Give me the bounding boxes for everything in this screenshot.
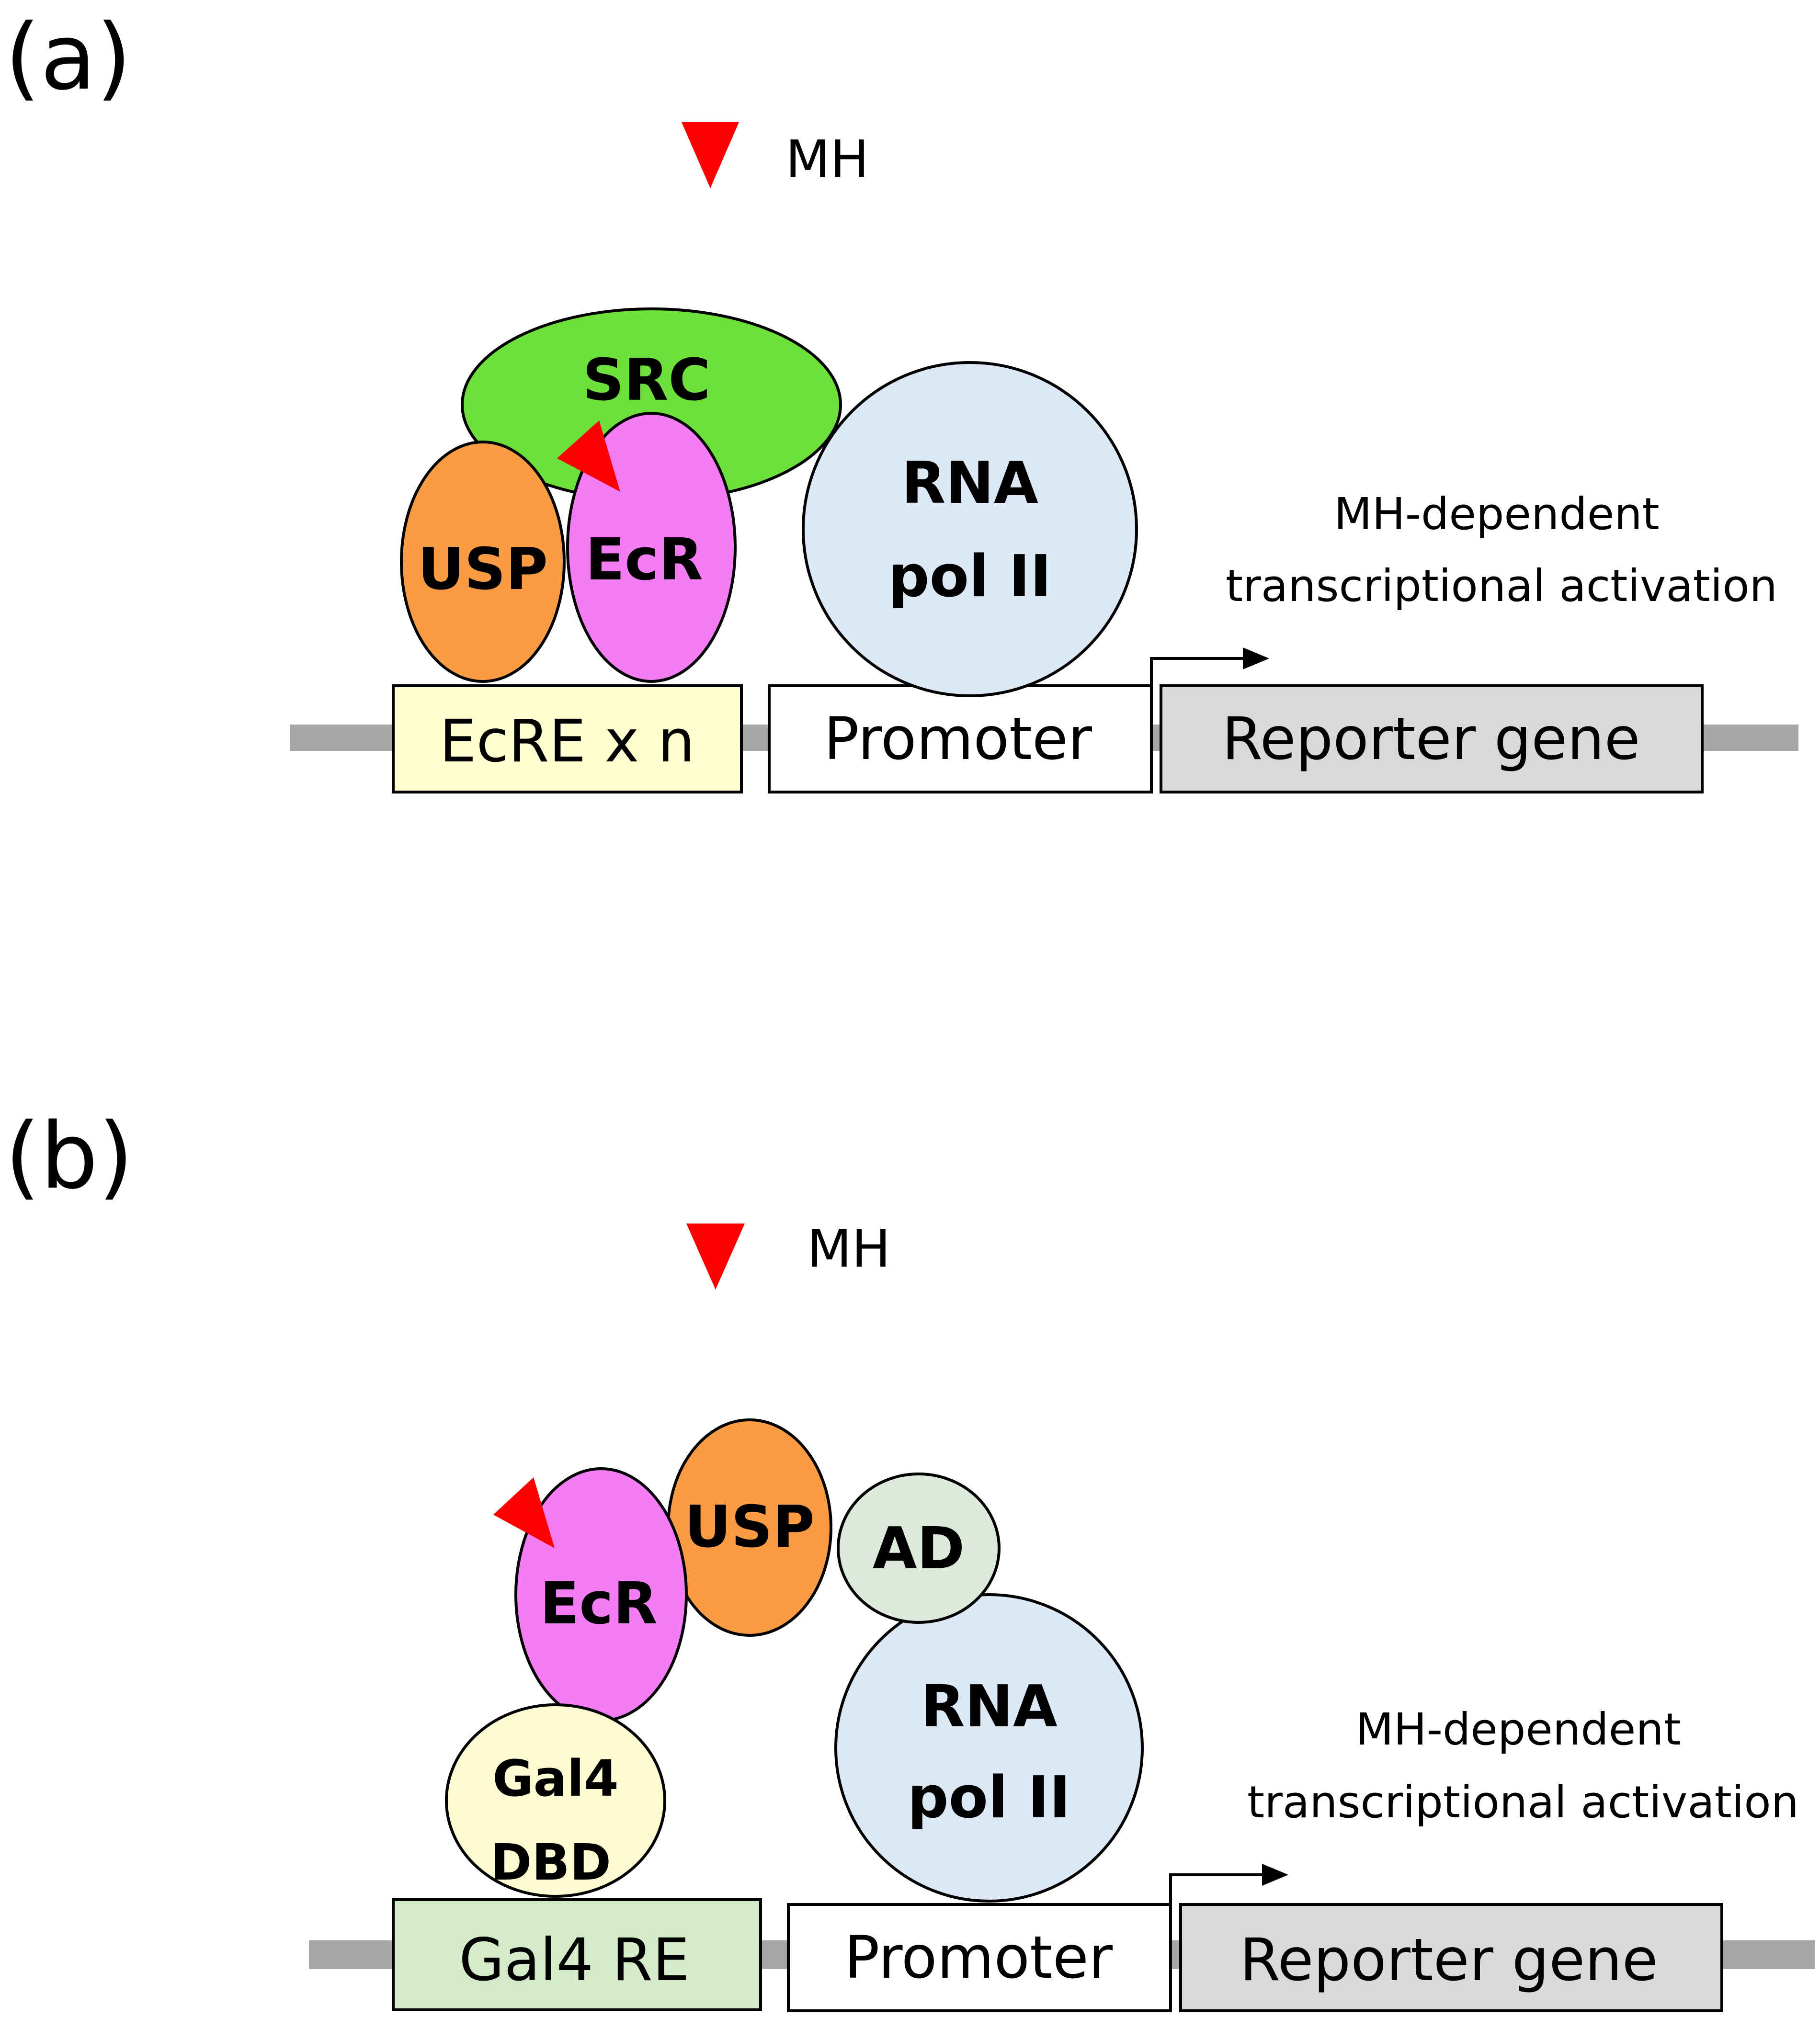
panel-b-label: (b) <box>5 1103 134 1209</box>
panel-a-rna-pol-circle <box>802 361 1138 697</box>
panel-b-gal4re-label: Gal4 RE <box>459 1926 689 1994</box>
panel-a-activation-line1: MH-dependent <box>1334 488 1659 540</box>
panel-a-label: (a) <box>5 4 132 110</box>
panel-b-usp-label: USP <box>684 1494 815 1561</box>
panel-b-bound-ligand-icon <box>493 1477 555 1548</box>
panel-a-promoter-label: Promoter <box>824 705 1092 773</box>
panel-a-reporter-box <box>1160 684 1704 793</box>
panel-a-tss-arrow-line <box>1150 657 1245 686</box>
panel-a-usp-label: USP <box>418 536 548 603</box>
panel-a-rna-pol-line2: pol II <box>888 544 1052 610</box>
panel-a-mh-label: MH <box>785 130 869 190</box>
panel-b-activation-line2: transcriptional activation <box>1247 1777 1799 1828</box>
panel-b-gal4re-box <box>392 1898 762 2011</box>
panel-a-activation-line2: transcriptional activation <box>1226 560 1777 612</box>
panel-b-ad-ellipse <box>837 1473 1001 1624</box>
panel-b: (b) MH Gal4 RE Promoter Reporter gene RN… <box>5 1103 1815 2012</box>
panel-b-reporter-box <box>1179 1903 1723 2012</box>
panel-b-gal4-dbd-line1: Gal4 <box>492 1749 619 1808</box>
panel-b-mh-label: MH <box>807 1219 890 1279</box>
panel-a-reporter-label: Reporter gene <box>1222 705 1640 773</box>
panel-a-src-label: SRC <box>583 347 711 414</box>
panel-b-promoter-box <box>787 1903 1172 2012</box>
panel-a-ecr-label: EcR <box>585 527 703 593</box>
panel-a-rna-pol-line1: RNA <box>901 450 1038 517</box>
panel-b-activation-line1: MH-dependent <box>1355 1704 1681 1755</box>
panel-b-promoter-label: Promoter <box>844 1924 1113 1992</box>
panel-b-ad-label: AD <box>873 1516 965 1582</box>
panel-a-usp-ellipse <box>400 441 566 683</box>
panel-a-bound-ligand-icon <box>557 420 620 492</box>
panel-b-gal4-dbd-line2: DBD <box>490 1833 611 1892</box>
panel-a-ecre-box <box>392 684 743 793</box>
panel-b-gal4-dbd-ellipse <box>445 1703 666 1898</box>
panel-a: (a) MH EcRE x n Promoter Reporter gene S… <box>5 4 1798 793</box>
panel-a-ecre-label: EcRE x n <box>439 707 694 775</box>
panel-a-tss-arrowhead <box>1243 647 1269 669</box>
panel-b-ecr-label: EcR <box>540 1571 658 1637</box>
panel-b-tss-arrowhead <box>1262 1864 1288 1886</box>
mh-ligand-icon <box>686 1224 745 1290</box>
panel-b-rna-pol-line2: pol II <box>908 1765 1071 1831</box>
panel-b-rna-pol-line1: RNA <box>921 1674 1058 1740</box>
mh-ligand-icon <box>682 122 739 188</box>
panel-b-reporter-label: Reporter gene <box>1240 1926 1658 1994</box>
panel-b-tss-arrow-line <box>1169 1873 1264 1904</box>
panel-b-rna-pol-circle <box>834 1593 1144 1903</box>
